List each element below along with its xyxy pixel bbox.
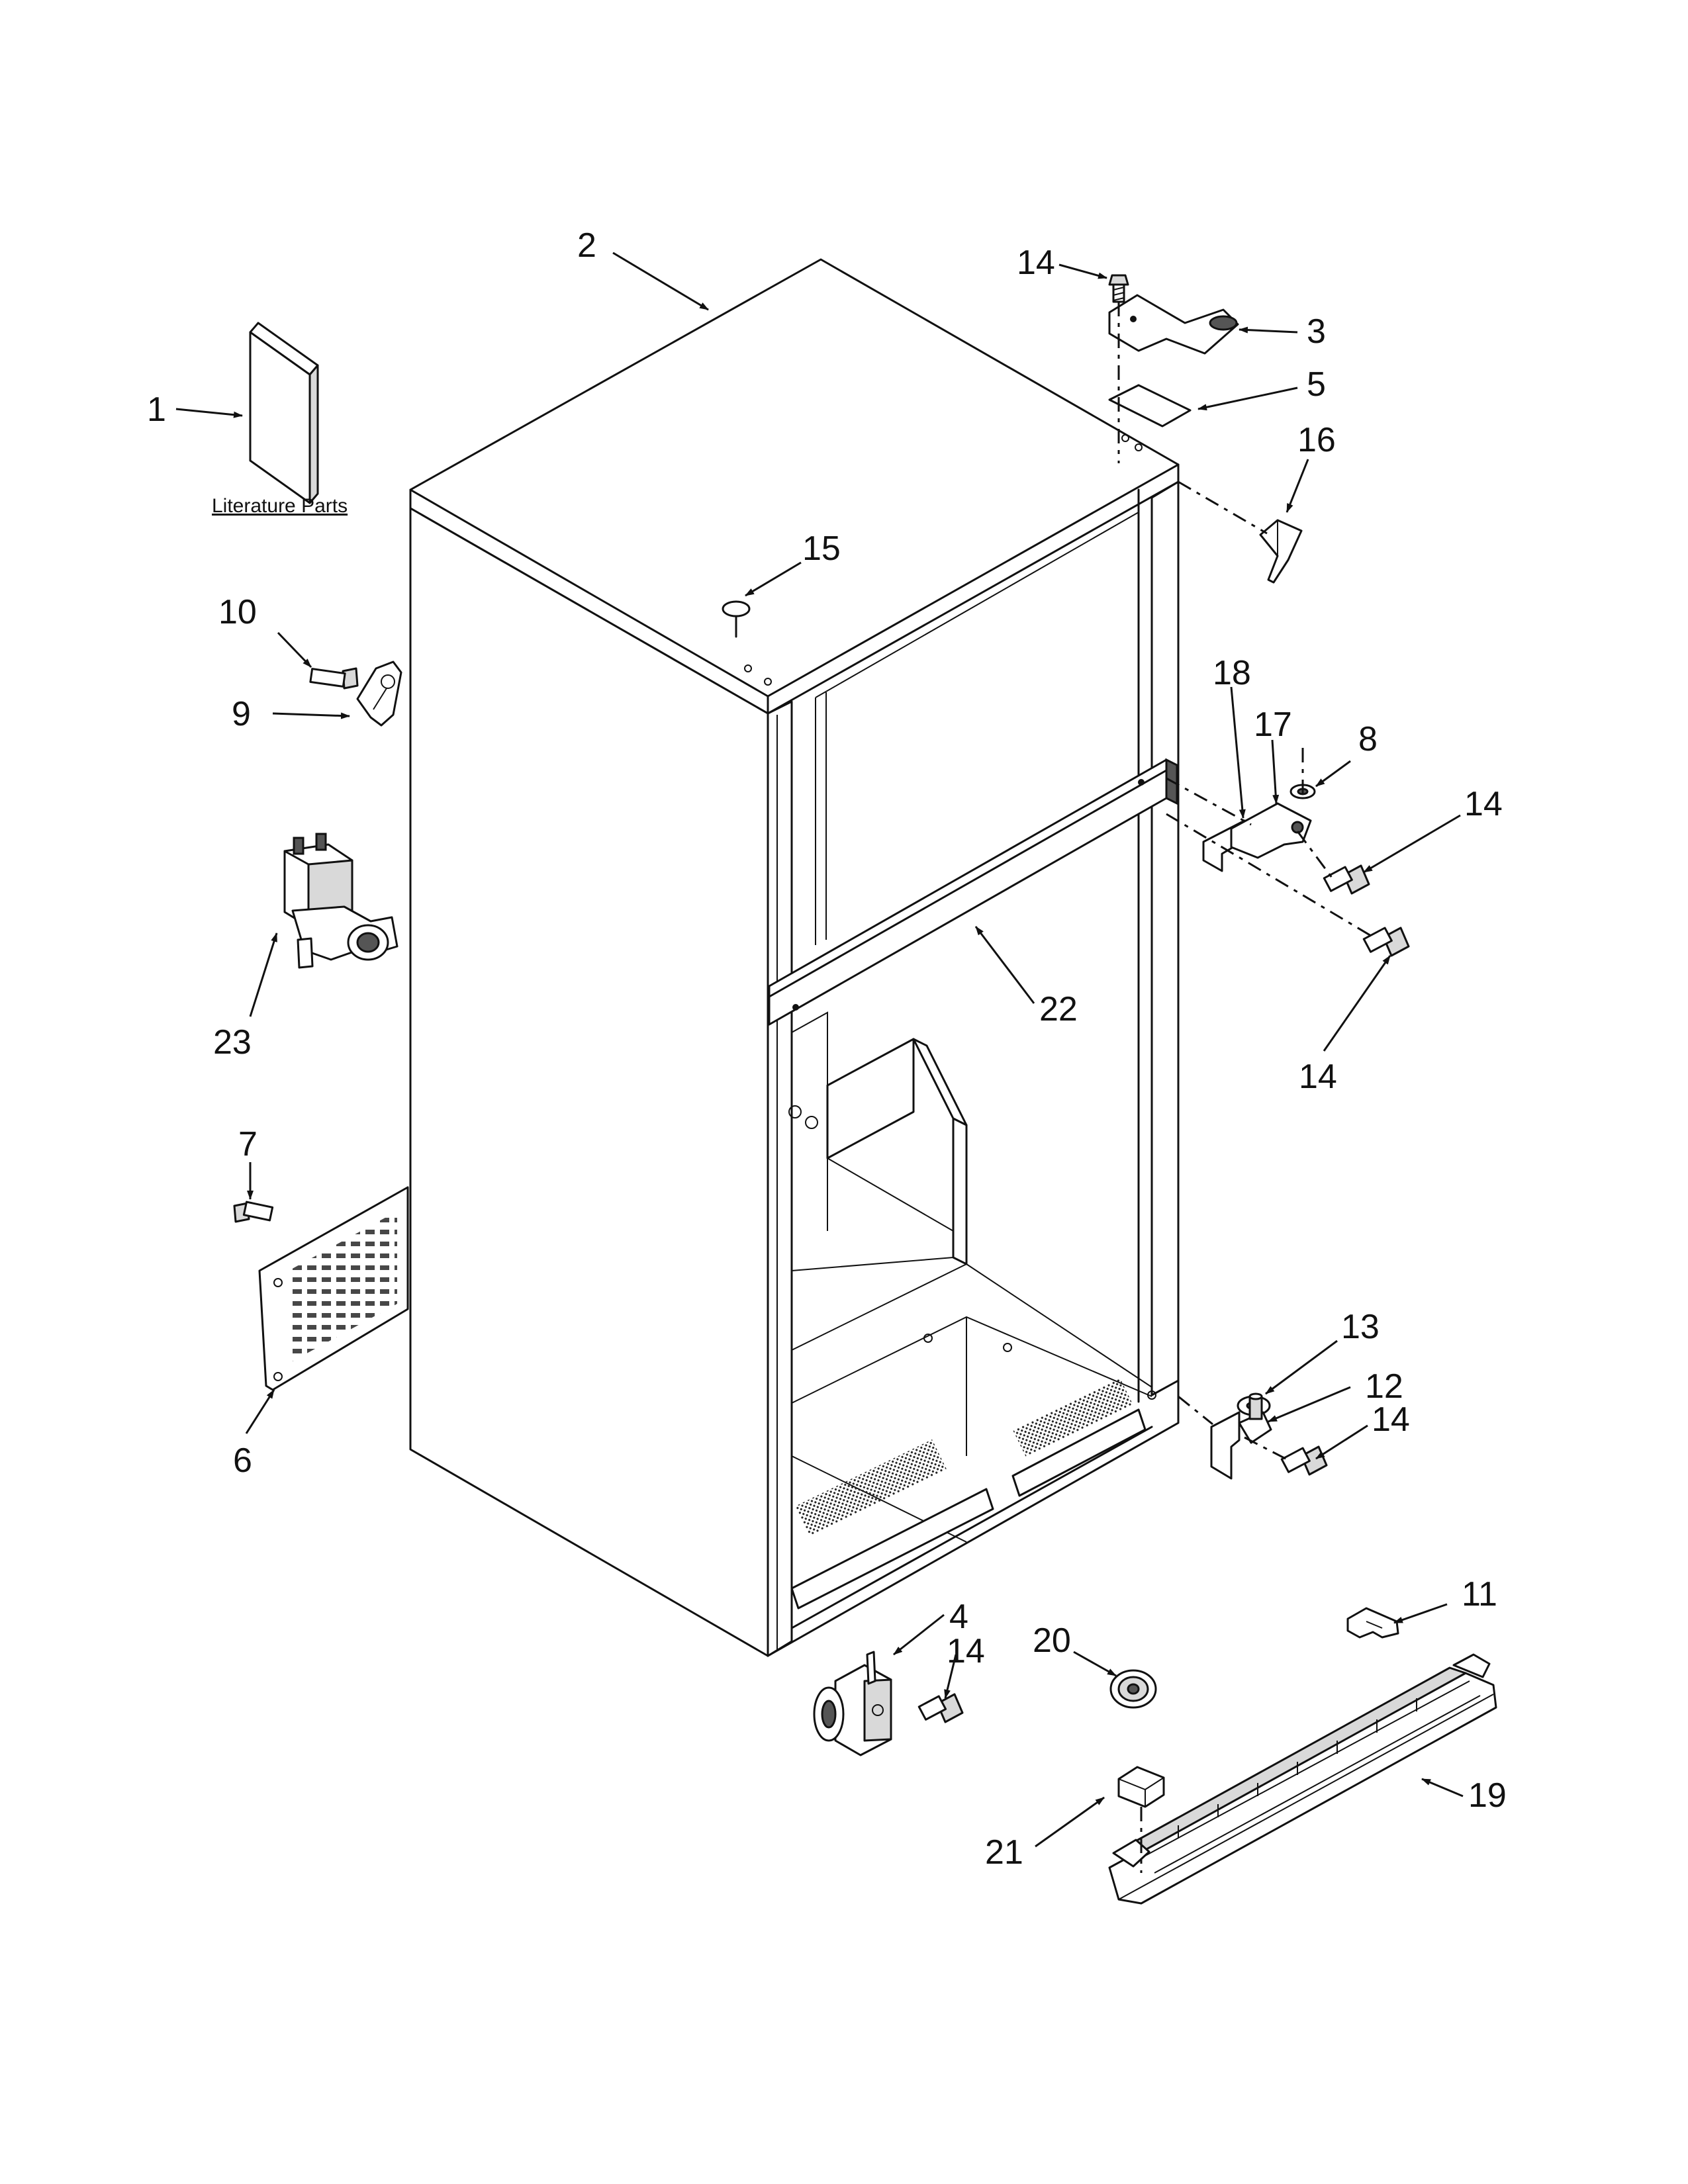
callout-14-rail: 14: [1299, 1058, 1337, 1096]
part-14-screw-leveler: [917, 1693, 964, 1723]
part-23-water-valve: [283, 833, 399, 969]
callout-23: 23: [213, 1023, 252, 1062]
part-15-plug: [722, 600, 751, 638]
callout-14-bottom: 14: [1372, 1400, 1410, 1439]
part-1-literature: Literature Parts: [212, 322, 348, 517]
callout-11: 11: [1462, 1575, 1497, 1614]
part-4-leveling-leg: [813, 1651, 892, 1756]
callout-13: 13: [1341, 1308, 1380, 1346]
part-14-screw-rail: [1362, 927, 1410, 957]
part-7-screw: [233, 1201, 274, 1223]
callout-17: 17: [1254, 705, 1292, 744]
callout-15: 15: [802, 529, 841, 568]
callout-14-mid: 14: [1464, 785, 1503, 823]
part-6-access-cover: [258, 1186, 409, 1391]
callout-4: 4: [949, 1598, 968, 1636]
part-3-top-hinge: [1108, 294, 1239, 355]
callout-9: 9: [232, 695, 251, 733]
callout-14-top: 14: [1017, 244, 1055, 282]
callout-22: 22: [1039, 990, 1078, 1028]
callout-7: 7: [238, 1125, 258, 1163]
callout-14-leveler: 14: [947, 1632, 985, 1670]
assembly-lines: [1117, 302, 1376, 1873]
literature-parts-label: Literature Parts: [212, 495, 348, 517]
part-20-roller: [1109, 1669, 1157, 1709]
callout-20: 20: [1033, 1621, 1071, 1660]
part-2-cabinet: [409, 258, 1180, 1657]
part-11-clip: [1346, 1607, 1399, 1639]
callout-21: 21: [985, 1833, 1023, 1872]
callout-10: 10: [218, 593, 257, 631]
callout-numbers: 1 2 3 4 5 6 7 8 9 10 11 12 13 14 14 14 1…: [147, 226, 1507, 1872]
part-14-screw-bottom-hinge: [1280, 1445, 1328, 1476]
callout-2: 2: [577, 226, 596, 265]
part-17-center-hinge: [1230, 802, 1312, 859]
part-22-divider-rail: [768, 758, 1178, 1026]
callout-6: 6: [233, 1441, 252, 1480]
part-14-screw-mid-hinge: [1323, 864, 1370, 895]
part-14-screw-top: [1108, 274, 1129, 303]
cabinet-left-side: [409, 507, 769, 1657]
callout-16: 16: [1297, 421, 1336, 459]
callout-12: 12: [1365, 1367, 1403, 1406]
callout-18: 18: [1213, 654, 1251, 692]
part-10-screw: [309, 667, 359, 690]
callout-3: 3: [1307, 312, 1326, 351]
callout-5: 5: [1307, 365, 1326, 404]
callout-8: 8: [1358, 720, 1378, 758]
part-9-clip: [356, 660, 402, 727]
part-12-bottom-hinge: [1210, 1392, 1272, 1480]
part-21-grille-clip: [1117, 1766, 1165, 1808]
callout-19: 19: [1468, 1776, 1507, 1815]
part-5-hinge-shim: [1108, 384, 1192, 428]
part-16-hinge-cap: [1259, 519, 1303, 584]
callout-arrows: [175, 251, 1464, 1848]
callout-1: 1: [147, 390, 166, 429]
part-19-toe-grille: [1108, 1653, 1497, 1905]
